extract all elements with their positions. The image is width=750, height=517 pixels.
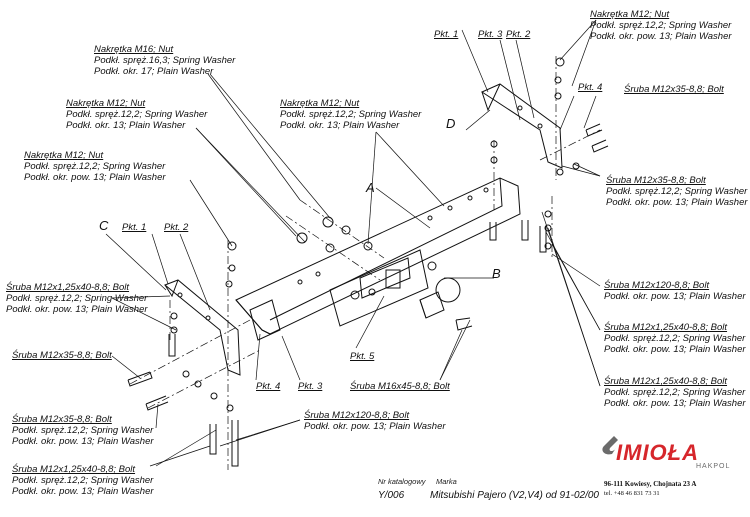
pkt-bottom-4: Pkt. 4 <box>256 381 281 392</box>
label-line: Podkł. spręż.12,2; Spring Washer <box>604 387 746 398</box>
label-line: Podkł. okr. pow. 13; Plain Washer <box>590 31 732 42</box>
label-line: Podkł. spręż.12,2; Spring Washer <box>606 186 748 197</box>
label-line: Podkł. okr. pow. 13; Plain Washer <box>604 398 746 409</box>
label-line: Nakrętka M12; Nut <box>590 9 670 20</box>
part-letter-d: D <box>446 116 456 131</box>
label-line: Podkł. okr. pow. 13; Plain Washer <box>604 291 746 302</box>
label-line: Podkł. okr. pow. 13; Plain Washer <box>6 304 148 315</box>
label-bolt-m12x35-right: Śruba M12x35-8,8; Bolt Podkł. spręż.12,2… <box>606 175 748 208</box>
label-line: Podkł. spręż.16,3; Spring Washer <box>94 55 236 66</box>
bracket-d <box>480 83 563 169</box>
company-logo: IMIOŁA <box>616 440 699 465</box>
pkt-bottom-3: Pkt. 3 <box>298 381 323 392</box>
label-line: Podkł. okr. pow. 13; Plain Washer <box>604 344 746 355</box>
label-line: Podkł. okr. pow. 13; Plain Washer <box>12 486 154 497</box>
label-line: Śruba M12x35-8,8; Bolt <box>624 84 724 95</box>
label-bolt-m12x120-right: Śruba M12x120-8,8; Bolt Podkł. okr. pow.… <box>604 280 746 302</box>
pkt-left-2: Pkt. 2 <box>164 222 189 233</box>
crossbar-a <box>235 177 521 335</box>
label-line: Śruba M12x120-8,8; Bolt <box>604 280 710 291</box>
label-bolt-m12x35-left: Śruba M12x35-8,8; Bolt <box>12 350 112 361</box>
label-nut-m16: Nakrętka M16; Nut Podkł. spręż.16,3; Spr… <box>94 44 235 77</box>
label-line: Podkł. spręż.12,2; Spring Washer <box>280 109 422 120</box>
imiola-logo-mark <box>602 436 618 455</box>
label-line: Nakrętka M12; Nut <box>24 150 104 161</box>
label-line: Podkł. okr. pow. 13; Plain Washer <box>606 197 748 208</box>
pkt-top-4: Pkt. 4 <box>578 82 603 93</box>
brand-value: Mitsubishi Pajero (V2,V4) od 91-02/00 <box>430 490 599 501</box>
label-line: Nakrętka M16; Nut <box>94 44 174 55</box>
tow-ball-b <box>419 261 461 319</box>
pkt-bottom-5: Pkt. 5 <box>350 351 375 362</box>
bracket-c <box>164 279 281 376</box>
label-line: Nakrętka M12; Nut <box>280 98 360 109</box>
label-bolt-m12x125x40-left-1: Śruba M12x1,25x40-8,8; Bolt Podkł. spręż… <box>6 282 148 315</box>
label-line: Podkł. spręż.12,2; Spring Washer <box>590 20 732 31</box>
pkt-top-1: Pkt. 1 <box>434 29 459 40</box>
label-line: Podkł. okr. 13; Plain Washer <box>280 120 400 131</box>
part-letter-c: C <box>99 218 109 233</box>
label-line: Śruba M12x1,25x40-8,8; Bolt <box>12 464 136 475</box>
label-line: Śruba M12x1,25x40-8,8; Bolt <box>6 282 130 293</box>
label-bolt-m12x120-bottom: Śruba M12x120-8,8; Bolt Podkł. okr. pow.… <box>304 410 446 432</box>
pkt-left-1: Pkt. 1 <box>122 222 147 233</box>
fasteners <box>170 57 580 412</box>
label-bolt-m12x35-left-2: Śruba M12x35-8,8; Bolt Podkł. spręż.12,2… <box>12 414 154 447</box>
label-bolt-m12x125x40-right-2: Śruba M12x1,25x40-8,8; Bolt Podkł. spręż… <box>604 376 746 409</box>
label-line: Podkł. okr. pow. 13; Plain Washer <box>12 436 154 447</box>
assembly-axes <box>129 56 601 470</box>
pkt-top-3: Pkt. 3 <box>478 29 503 40</box>
company-address: 96-111 Kowiesy, Chojnata 23 A <box>604 480 697 488</box>
label-bolt-m16x45: Śruba M16x45-8,8; Bolt <box>350 381 450 392</box>
label-line: Śruba M12x35-8,8; Bolt <box>12 350 112 361</box>
label-line: Podkł. okr. pow. 13; Plain Washer <box>24 172 166 183</box>
leader-lines <box>105 19 601 467</box>
catalog-number: Y/006 <box>378 490 405 501</box>
label-line: Podkł. spręż.12,2; Spring Washer <box>12 475 154 486</box>
company-phone: tel. +48 46 831 73 31 <box>604 490 660 497</box>
label-line: Śruba M12x35-8,8; Bolt <box>12 414 112 425</box>
bolts <box>127 123 609 467</box>
label-bolt-m12x35-top-right: Śruba M12x35-8,8; Bolt <box>624 84 724 95</box>
label-nut-m12-top: Nakrętka M12; Nut Podkł. spręż.12,2; Spr… <box>66 98 207 131</box>
label-line: Podkł. okr. 13; Plain Washer <box>66 120 186 131</box>
label-line: Podkł. spręż.12,2; Spring Washer <box>6 293 148 304</box>
hitch-plate <box>329 249 429 327</box>
label-line: Podkł. spręż.12,2; Spring Washer <box>604 333 746 344</box>
label-line: Nakrętka M12; Nut <box>66 98 146 109</box>
label-nut-m12-center: Nakrętka M12; Nut Podkł. spręż.12,2; Spr… <box>280 98 421 131</box>
label-bolt-m12x125x40-left-2: Śruba M12x1,25x40-8,8; Bolt Podkł. spręż… <box>12 464 154 497</box>
label-line: Podkł. okr. 17; Plain Washer <box>94 66 214 77</box>
label-line: Śruba M16x45-8,8; Bolt <box>350 381 450 392</box>
label-line: Podkł. spręż.12,2; Spring Washer <box>12 425 154 436</box>
label-line: Śruba M12x1,25x40-8,8; Bolt <box>604 322 728 333</box>
pkt-top-2: Pkt. 2 <box>506 29 531 40</box>
label-line: Podkł. okr. pow. 13; Plain Washer <box>304 421 446 432</box>
label-line: Śruba M12x120-8,8; Bolt <box>304 410 410 421</box>
label-line: Podkł. spręż.12,2; Spring Washer <box>66 109 208 120</box>
company-sub: HAKPOL <box>696 463 731 470</box>
part-letter-a: A <box>366 180 375 195</box>
label-line: Śruba M12x35-8,8; Bolt <box>606 175 706 186</box>
label-nut-m12-left: Nakrętka M12; Nut Podkł. spręż.12,2; Spr… <box>24 150 166 183</box>
catalog-heading: Nr katalogowy <box>378 477 426 486</box>
label-line: Śruba M12x1,25x40-8,8; Bolt <box>604 376 728 387</box>
part-letter-b: B <box>492 266 501 281</box>
label-nut-m12-right: Nakrętka M12; Nut Podkł. spręż.12,2; Spr… <box>590 9 732 42</box>
brand-heading: Marka <box>436 477 457 486</box>
label-line: Podkł. spręż.12,2; Spring Washer <box>24 161 166 172</box>
label-bolt-m12x125x40-right-1: Śruba M12x1,25x40-8,8; Bolt Podkł. spręż… <box>604 322 746 355</box>
